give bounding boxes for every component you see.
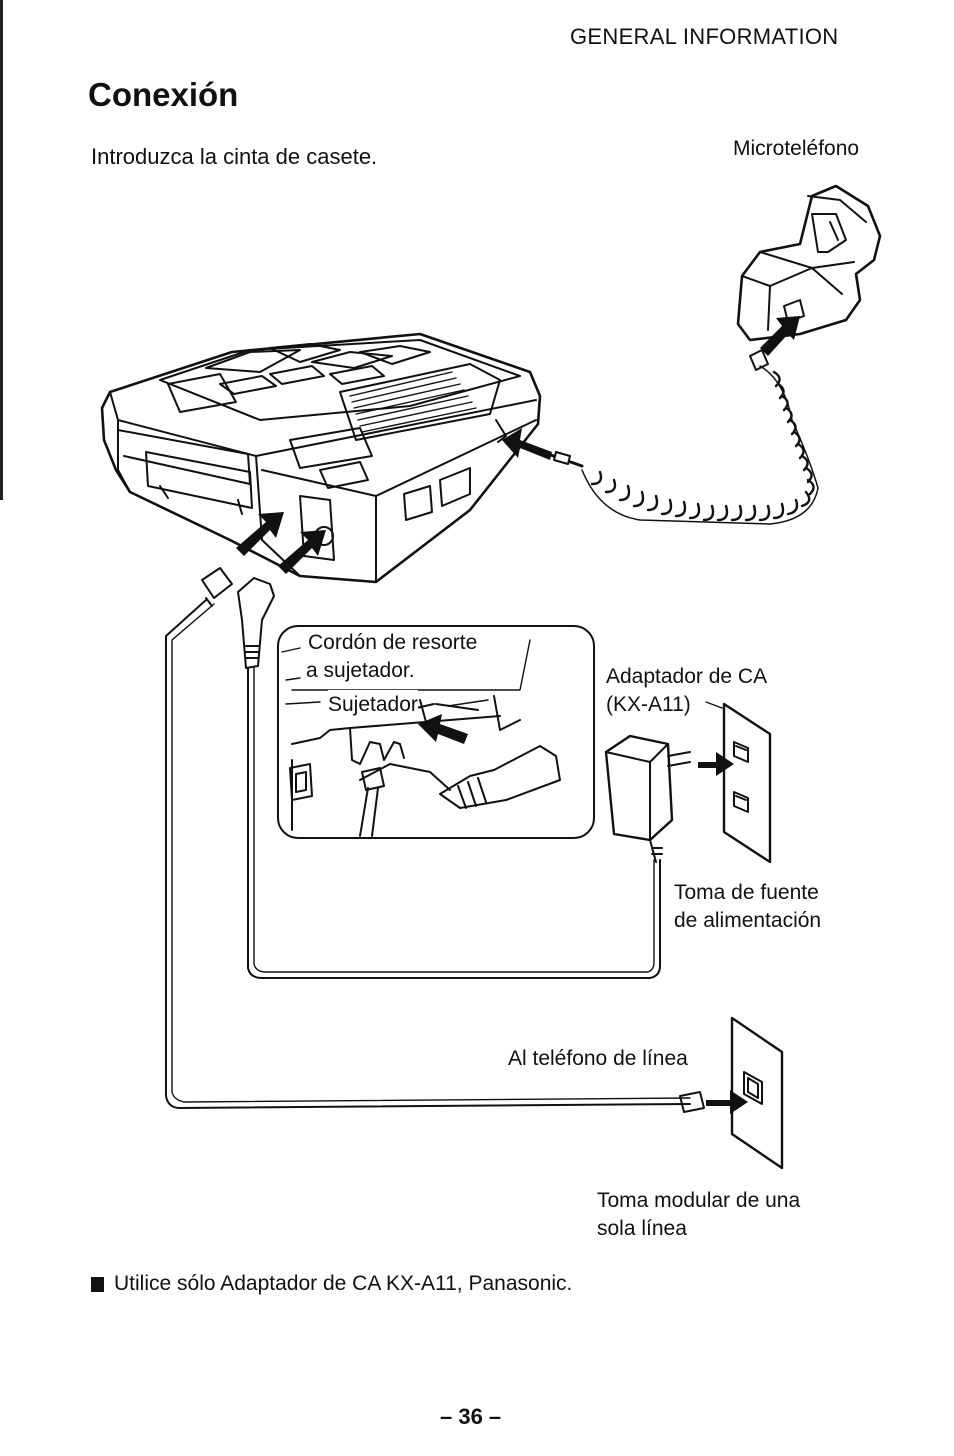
page-edge (0, 0, 3, 500)
label-holder: Sujetador (328, 690, 418, 719)
label-ac-adaptor-2: (KX-A11) (606, 693, 691, 716)
bullet-square-icon (91, 1276, 104, 1292)
handset-illustration (736, 184, 882, 371)
coiled-cord (546, 365, 819, 525)
modular-jack-illustration (679, 1016, 784, 1170)
intro-text: Introduzca la cinta de casete. (91, 144, 378, 169)
page-title: Conexión (88, 76, 239, 113)
note-text: Utilice sólo Adaptador de CA KX-A11, Pan… (114, 1272, 573, 1295)
label-cord-to-holder-2: a sujetador. (306, 656, 415, 685)
label-ac-adaptor-1: Adaptador de CA (606, 665, 768, 688)
telephone-line-cord (165, 599, 691, 1109)
label-power-outlet-2: de alimentación (674, 909, 822, 932)
label-modular-jack-2: sola línea (597, 1217, 687, 1240)
label-modular-jack-1: Toma modular de una (597, 1189, 801, 1212)
jack-arrows (236, 316, 800, 1114)
label-to-line: Al teléfono de línea (508, 1047, 688, 1070)
line-plug (201, 567, 233, 607)
ac-adaptor-illustration (604, 734, 691, 863)
label-cord-to-holder-1: Cordón de resorte (308, 628, 478, 657)
label-power-outlet-1: Toma de fuente (674, 881, 819, 904)
page-number: – 36 – (440, 1404, 502, 1429)
answering-machine-illustration (100, 332, 542, 584)
ac-adaptor-cord (247, 667, 661, 979)
power-plug (237, 577, 275, 669)
cord-holder-inset (277, 625, 595, 839)
power-outlet-illustration (722, 702, 772, 864)
note-row: Utilice sólo Adaptador de CA KX-A11, Pan… (91, 1272, 572, 1296)
leader-lines (281, 647, 723, 709)
label-handset: Microteléfono (733, 137, 860, 160)
section-header: GENERAL INFORMATION (570, 24, 839, 49)
